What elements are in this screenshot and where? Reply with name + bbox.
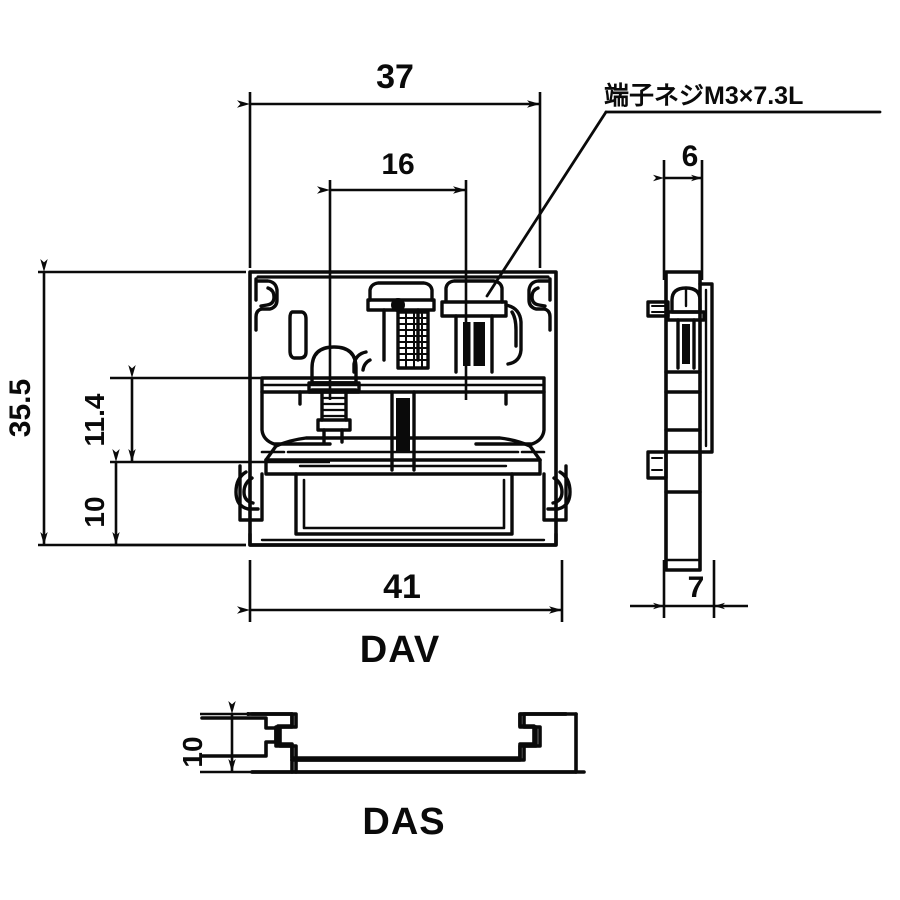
dim-side-width-bottom: 7: [688, 571, 705, 604]
dim-side-width-top: 6: [682, 140, 699, 173]
dim-overall-width-bottom: 41: [383, 568, 421, 606]
side-view-geometry: [646, 270, 714, 572]
dimension-lines: [38, 92, 748, 774]
view-label-dav: DAV: [360, 629, 440, 671]
annotation-terminal-screw: 端子ネジM3×7.3L: [604, 82, 803, 110]
rail-profile-final: [250, 712, 578, 774]
front-view-geometry: [234, 270, 572, 547]
view-label-das: DAS: [362, 801, 445, 843]
dim-upper-height: 11.4: [79, 393, 110, 446]
dim-inner-width: 16: [381, 148, 414, 181]
leader-line-terminal-screw: [485, 110, 882, 298]
dim-overall-width-top: 37: [376, 58, 414, 96]
dim-rail-height: 10: [177, 736, 208, 767]
dim-lower-height: 10: [79, 496, 110, 527]
dim-overall-height: 35.5: [4, 379, 37, 437]
